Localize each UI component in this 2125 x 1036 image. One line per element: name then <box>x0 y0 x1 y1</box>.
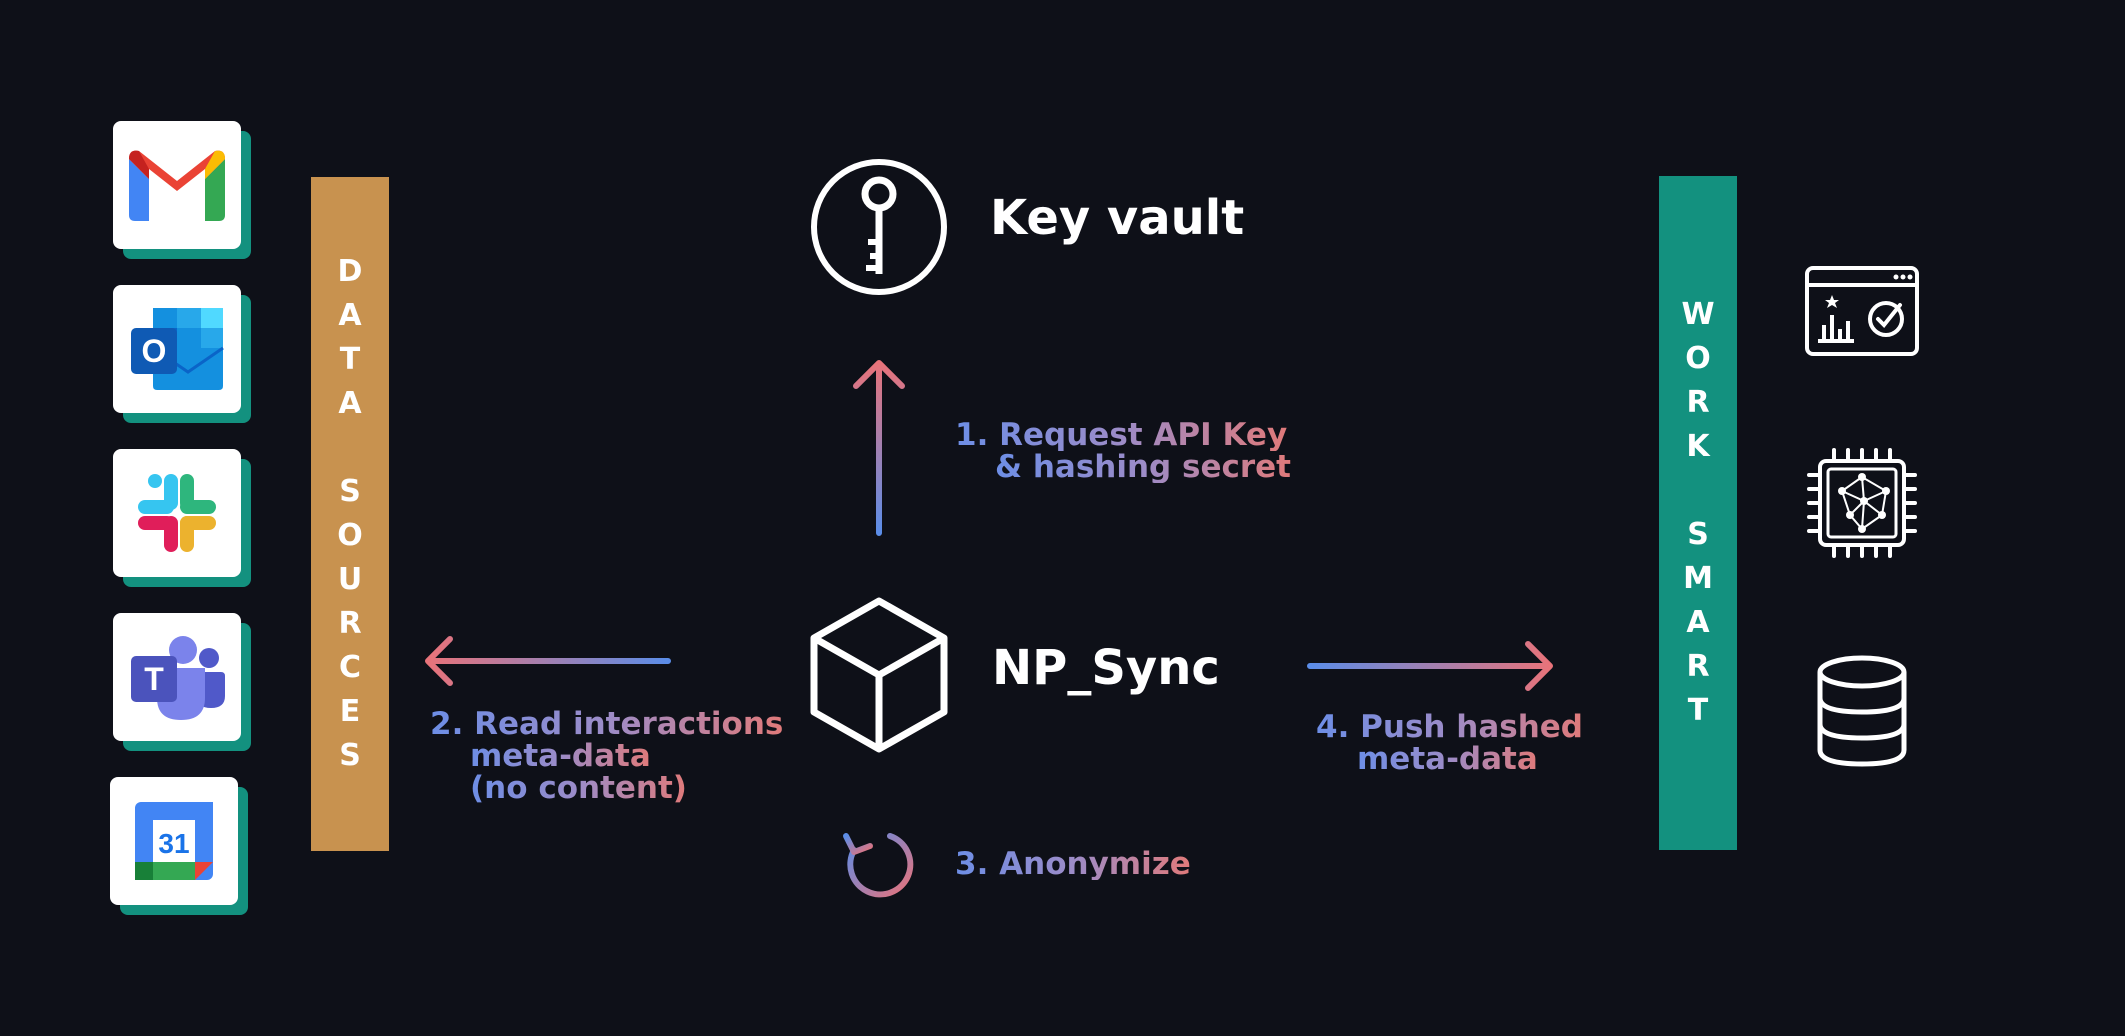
step-2-line1: Read interactions <box>474 706 784 742</box>
database-icon <box>1817 655 1907 767</box>
step-4-line1: Push hashed <box>1360 709 1583 745</box>
bar-letter: S <box>1687 517 1709 552</box>
outlook-tile: O <box>113 285 251 423</box>
work-smart-bar: W O R K S M A R T <box>1659 176 1737 850</box>
bar-letter: T <box>1687 693 1709 728</box>
svg-text:31: 31 <box>158 828 189 859</box>
arrow-left-icon <box>425 636 671 686</box>
step-2-line3: (no content) <box>470 770 687 806</box>
step-3-num: 3. <box>955 846 989 882</box>
refresh-icon <box>843 833 914 898</box>
google-calendar-tile: 31 <box>110 777 248 915</box>
step-3-line1: Anonymize <box>999 846 1191 882</box>
google-calendar-icon: 31 <box>135 802 213 880</box>
teams-tile: T <box>113 613 251 751</box>
step-2-line2: meta-data <box>470 738 651 774</box>
bar-letter: O <box>337 518 363 553</box>
svg-text:T: T <box>144 661 164 697</box>
gmail-icon <box>129 150 225 221</box>
step-4-text: 4. Push hashed <box>1316 711 1583 743</box>
step-4-num: 4. <box>1316 709 1350 745</box>
np-sync-label: NP_Sync <box>992 640 1220 696</box>
bar-letter: K <box>1686 429 1710 464</box>
bar-letter: S <box>339 474 361 509</box>
bar-letter: W <box>1681 297 1715 332</box>
bar-letter: T <box>339 342 361 377</box>
slack-tile <box>113 449 251 587</box>
dashboard-icon <box>1805 266 1919 356</box>
slack-icon <box>138 474 216 552</box>
bar-letter: U <box>337 562 363 597</box>
bar-letter: M <box>1683 561 1713 596</box>
bar-letter: S <box>339 738 361 773</box>
arrow-up-icon <box>853 360 905 536</box>
bar-letter: R <box>1686 649 1710 684</box>
bar-letter: A <box>1686 605 1710 640</box>
step-3-text: 3. Anonymize <box>955 848 1191 880</box>
step-2-num: 2. <box>430 706 464 742</box>
bar-letter: D <box>337 254 363 289</box>
data-sources-bar: D A T A S O U R C E S <box>311 177 389 851</box>
bar-letter: R <box>1686 385 1710 420</box>
step-4-line2: meta-data <box>1357 741 1538 777</box>
step-1-num: 1. <box>955 417 989 453</box>
svg-text:O: O <box>142 333 167 369</box>
step-1-line2: & hashing secret <box>995 449 1291 485</box>
bar-letter: C <box>338 650 362 685</box>
step-1-line1: Request API Key <box>999 417 1288 453</box>
step-1-text: 1. Request API Key <box>955 419 1287 451</box>
gmail-tile <box>113 121 251 259</box>
bar-letter: O <box>1685 341 1711 376</box>
key-vault-label: Key vault <box>990 190 1245 246</box>
step-2-text: 2. Read interactions <box>430 708 783 740</box>
bar-letter: A <box>338 386 362 421</box>
bar-letter: R <box>338 606 362 641</box>
teams-icon: T <box>131 636 225 720</box>
outlook-icon: O <box>131 308 224 390</box>
bar-letter: E <box>339 694 361 729</box>
key-icon <box>811 159 947 295</box>
cube-icon <box>810 597 948 753</box>
ai-chip-icon <box>1807 448 1917 558</box>
bar-letter: A <box>338 298 362 333</box>
arrow-right-icon <box>1307 641 1553 691</box>
